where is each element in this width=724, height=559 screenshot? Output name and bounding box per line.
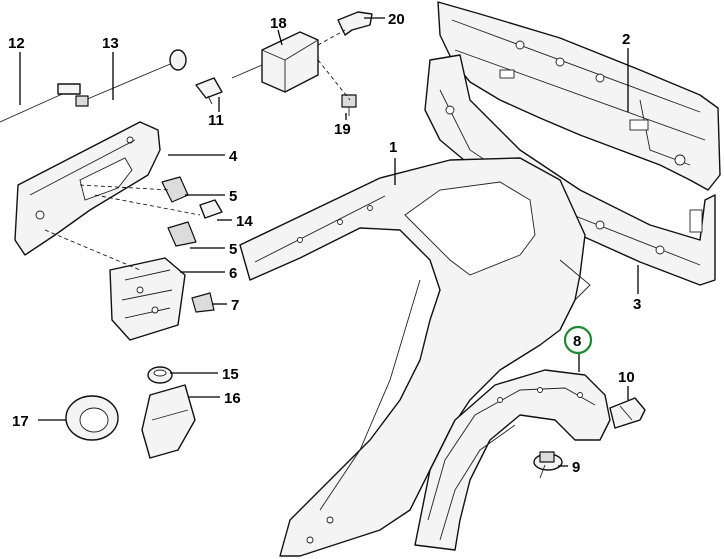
part-9-screw (533, 451, 563, 479)
part-11-push-rivet (195, 77, 223, 105)
part-4-fuel-flap-housing (14, 121, 161, 256)
callout-10: 10 (618, 369, 635, 386)
callout-8: 8 (573, 333, 581, 350)
part-1-side-panel (239, 157, 591, 557)
callout-15: 15 (222, 366, 239, 383)
callout-19: 19 (334, 121, 351, 138)
callout-12: 12 (8, 35, 25, 52)
callout-3: 3 (633, 296, 641, 313)
callout-5-lower: 5 (229, 241, 237, 258)
part-12-cable (0, 83, 81, 123)
part-20-connector (337, 11, 373, 36)
part-8-wheel-arch-liner (414, 369, 611, 551)
part-10-clip (609, 397, 646, 429)
callout-4: 4 (229, 148, 238, 165)
callout-9: 9 (572, 459, 580, 476)
part-7-clip (191, 292, 215, 313)
callout-18: 18 (270, 15, 287, 32)
part-14-bolt (199, 199, 223, 219)
callout-20: 20 (388, 11, 405, 28)
leader-lines (19, 17, 639, 467)
callout-2: 2 (622, 31, 630, 48)
callout-labels: 12 13 18 20 2 11 19 1 4 5 14 5 6 7 3 8 1… (8, 11, 641, 476)
part-5-lower-latch (167, 221, 197, 247)
part-17-cap-ring (65, 395, 119, 441)
callout-13: 13 (102, 35, 119, 52)
part-6-hinge (109, 257, 186, 341)
part-18-actuator (231, 31, 319, 93)
part-13-release-cable (75, 49, 187, 107)
callout-8-highlight-ring (563, 325, 593, 355)
callout-6: 6 (229, 265, 237, 282)
part-15-grommet (147, 366, 173, 384)
callout-7: 7 (231, 297, 239, 314)
assembly-lines (44, 29, 351, 271)
part-2-rear-panel (437, 1, 721, 191)
part-19-screw (341, 94, 357, 116)
callout-17: 17 (12, 413, 29, 430)
callout-1: 1 (389, 139, 397, 156)
callout-5-upper: 5 (229, 188, 237, 205)
callout-14: 14 (236, 213, 253, 230)
part-16-bracket (141, 384, 196, 459)
callout-16: 16 (224, 390, 241, 407)
callout-11: 11 (208, 112, 224, 129)
